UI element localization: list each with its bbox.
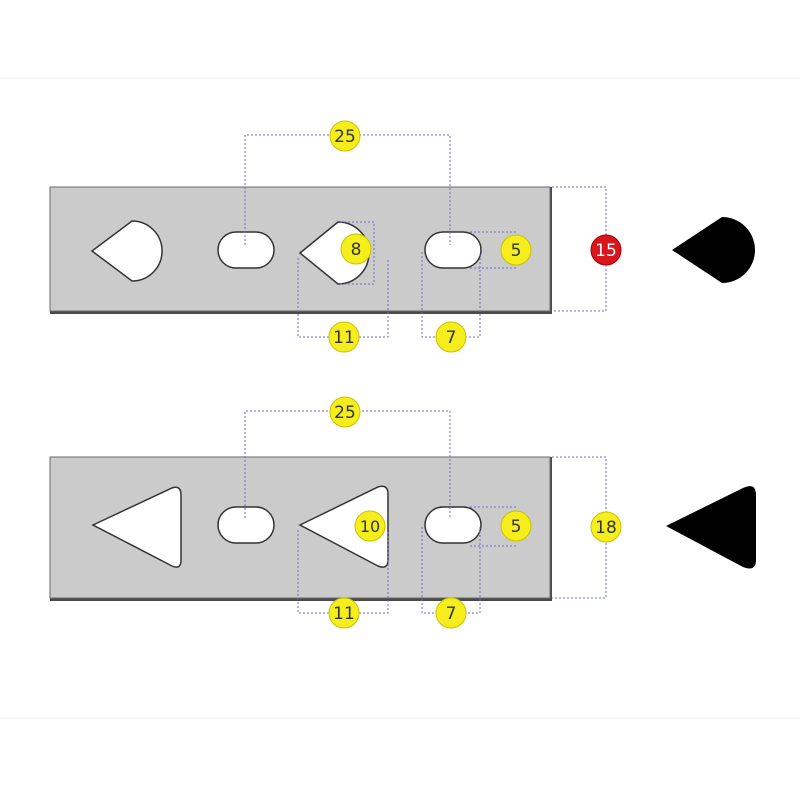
hole-height-dimension-line (340, 221, 375, 285)
dimension-label-slot-width: 7 (435, 597, 467, 629)
slot-hole (217, 231, 275, 269)
label-text: 18 (595, 518, 617, 538)
label-text: 5 (511, 241, 522, 261)
label-text: 25 (334, 127, 356, 147)
dimension-label-slot-width: 7 (435, 321, 467, 353)
dimension-label-hole-width: 11 (328, 321, 360, 353)
teardrop-shape-icon (672, 217, 755, 283)
dimension-label-slot-height: 5 (500, 510, 532, 542)
triangle-shape-icon (666, 486, 756, 569)
diagram-triangle: 25 10 11 5 7 18 (49, 396, 756, 629)
label-text: 7 (446, 328, 457, 348)
dimension-label-plate-height: 18 (590, 511, 622, 543)
dimension-label-spacing: 25 (329, 396, 361, 428)
dimension-label-spacing: 25 (329, 120, 361, 152)
label-text: 7 (446, 604, 457, 624)
dimension-label-slot-height: 5 (500, 234, 532, 266)
slot-hole (424, 506, 482, 544)
teardrop-hole (90, 220, 163, 282)
label-text: 15 (595, 241, 617, 261)
label-text: 11 (333, 604, 355, 624)
dimension-label-hole-height: 10 (354, 510, 386, 542)
triangle-hole (91, 486, 182, 568)
label-text: 8 (351, 240, 362, 260)
dimension-label-hole-height: 8 (340, 233, 372, 265)
dimension-label-plate-height: 15 (590, 234, 622, 266)
label-text: 25 (334, 403, 356, 423)
dimension-label-hole-width: 11 (328, 597, 360, 629)
label-text: 5 (511, 517, 522, 537)
slot-hole (217, 506, 275, 544)
slot-hole (424, 231, 482, 269)
label-text: 10 (360, 517, 380, 536)
label-text: 11 (333, 328, 355, 348)
diagram-teardrop: 25 8 11 5 7 15 (49, 120, 755, 353)
triangle-hole (298, 485, 389, 568)
